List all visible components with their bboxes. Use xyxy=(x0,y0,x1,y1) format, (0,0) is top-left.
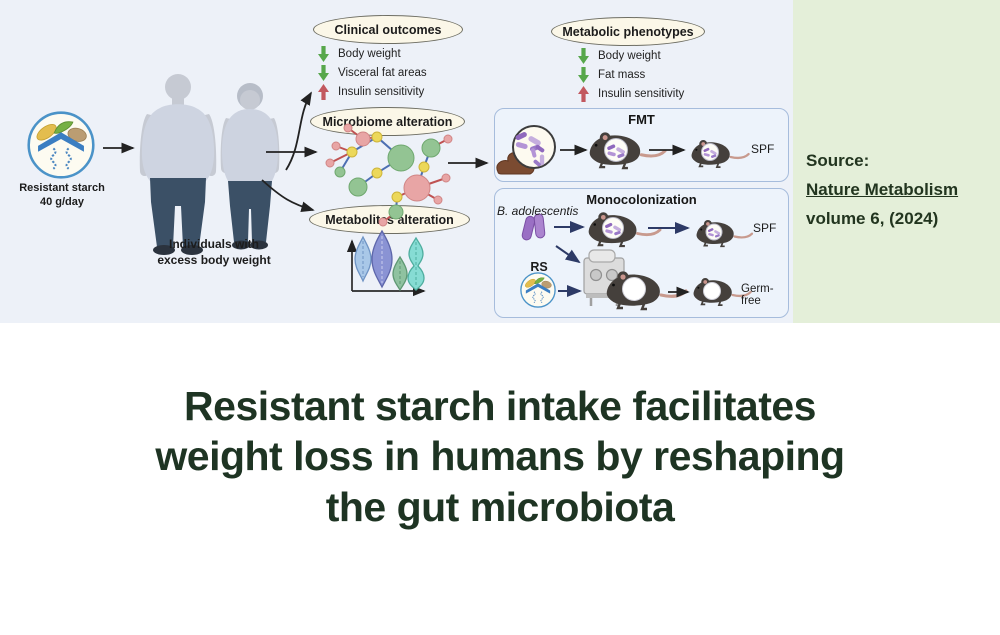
source-citation: Source: Nature Metabolism volume 6, (202… xyxy=(806,146,958,234)
human-figures-icon xyxy=(139,74,280,255)
fmt-title: FMT xyxy=(628,112,655,127)
arrow-to-metabolites xyxy=(261,179,315,212)
source-label: Source: xyxy=(806,151,870,170)
clinical-item-visceral-fat: Visceral fat areas xyxy=(318,64,427,81)
b-adolescentis-label: B. adolescentis xyxy=(497,204,579,218)
item-label: Fat mass xyxy=(598,68,646,81)
fmt-spf-label: SPF xyxy=(751,142,775,156)
clinical-outcomes-list: Body weight Visceral fat areas Insulin s… xyxy=(318,45,427,100)
item-label: Body weight xyxy=(338,47,401,60)
metabolites-alteration-oval: Metabolites alteration xyxy=(309,205,470,234)
individuals-label: Individuals with excess body weight xyxy=(157,237,271,267)
item-label: Insulin sensitivity xyxy=(338,85,425,98)
metabolic-item-insulin: Insulin sensitivity xyxy=(578,85,685,102)
source-volume: volume 6, (2024) xyxy=(806,209,939,229)
diagram-panel: Clinical outcomes Microbiome alteration … xyxy=(0,0,793,323)
down-arrow-icon xyxy=(578,47,589,64)
rs-label: RS xyxy=(530,260,548,274)
resistant-starch-label: Resistant starch 40 g/day xyxy=(19,182,105,209)
metabolic-phenotypes-oval: Metabolic phenotypes xyxy=(551,17,705,46)
clinical-outcomes-title: Clinical outcomes xyxy=(334,22,442,37)
metabolic-item-body-weight: Body weight xyxy=(578,47,684,64)
germ-free-label: Germ-free xyxy=(741,283,774,307)
metabolic-item-fat-mass: Fat mass xyxy=(578,66,684,83)
mono-spf-label: SPF xyxy=(753,221,777,235)
metabolites-alteration-title: Metabolites alteration xyxy=(325,212,454,227)
violin-plot-icon xyxy=(346,229,426,297)
up-arrow-icon xyxy=(578,85,589,102)
down-arrow-icon xyxy=(318,64,329,81)
page-title: Resistant starch intake facilitates weig… xyxy=(155,383,845,530)
down-arrow-icon xyxy=(578,66,589,83)
item-label: Visceral fat areas xyxy=(338,66,427,79)
metabolic-phenotypes-list: Body weight Fat mass Insulin sensitivity xyxy=(578,47,685,102)
source-panel: Source: Nature Metabolism volume 6, (202… xyxy=(793,0,1000,323)
clinical-item-body-weight: Body weight xyxy=(318,45,427,62)
down-arrow-icon xyxy=(318,45,329,62)
arrow-to-clinical xyxy=(285,91,312,171)
resistant-starch-icon xyxy=(27,111,95,179)
clinical-item-insulin: Insulin sensitivity xyxy=(318,83,427,100)
journal-link[interactable]: Nature Metabolism xyxy=(806,180,959,200)
item-label: Insulin sensitivity xyxy=(598,87,685,100)
figure-strip: Clinical outcomes Microbiome alteration … xyxy=(0,0,1000,323)
fmt-panel: FMT xyxy=(494,108,789,182)
title-section: Resistant starch intake facilitates weig… xyxy=(0,323,1000,635)
microbiome-alteration-title: Microbiome alteration xyxy=(322,114,453,129)
microbiome-alteration-oval: Microbiome alteration xyxy=(310,107,465,136)
up-arrow-icon xyxy=(318,83,329,100)
item-label: Body weight xyxy=(598,49,661,62)
clinical-outcomes-oval: Clinical outcomes xyxy=(313,15,463,44)
monocolonization-title: Monocolonization xyxy=(586,192,697,207)
metabolic-phenotypes-title: Metabolic phenotypes xyxy=(562,24,694,39)
